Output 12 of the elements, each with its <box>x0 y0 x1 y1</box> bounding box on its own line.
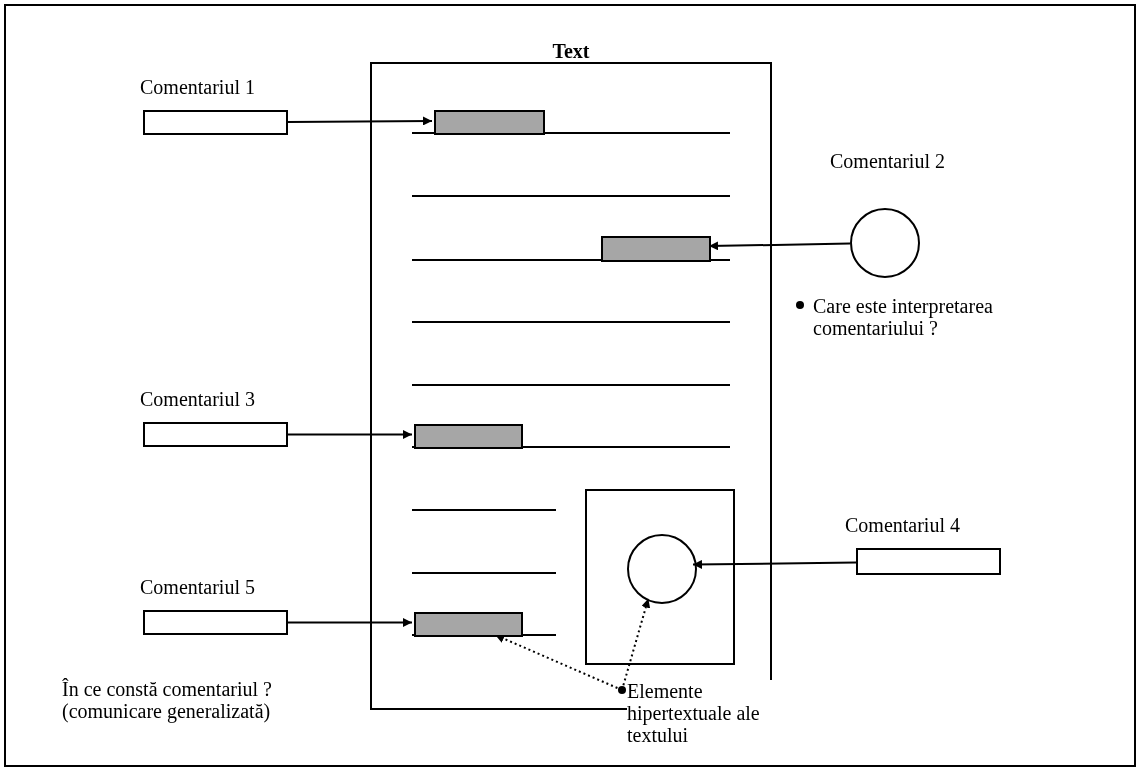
comment-label: Comentariul 1 <box>140 76 255 98</box>
note-text: În ce constă comentariul ? (comunicare generalizată) <box>62 678 273 722</box>
comment-label: Comentariul 5 <box>140 576 255 598</box>
question-text: Care este interpretarea comentariului ? <box>813 295 994 339</box>
comment-label: Comentariul 2 <box>830 150 945 172</box>
arrow <box>287 116 433 126</box>
arrow <box>692 559 857 569</box>
arrow <box>287 618 413 627</box>
comment-label: Comentariul 3 <box>140 388 255 410</box>
document-title: Text <box>551 40 591 62</box>
comment-label: Comentariul 4 <box>845 514 960 536</box>
arrow <box>287 430 413 439</box>
